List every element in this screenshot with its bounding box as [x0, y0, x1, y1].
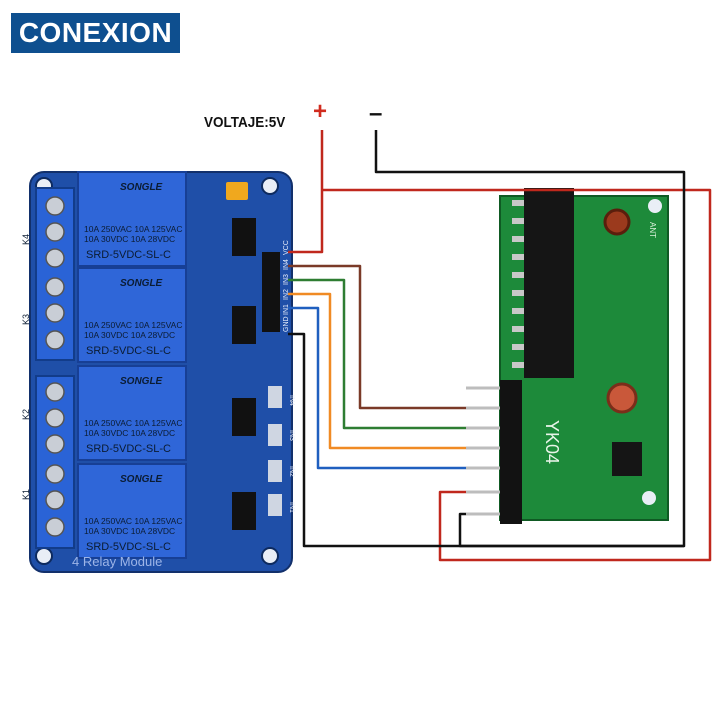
- antenna-coil: [603, 208, 631, 236]
- relay-module-board: K4 K3 K2 K1 SONGLE 10A 250VAC 10A 125VAC…: [21, 171, 295, 573]
- wire-in3-green: [288, 278, 466, 430]
- relay-model: SRD-5VDC-SL-C: [86, 443, 171, 455]
- mount-hole: [35, 547, 53, 565]
- terminal-block-k2k1: [35, 375, 75, 549]
- receiver-model: YK04: [542, 420, 562, 464]
- voltage-label: VOLTAJE:5V: [204, 114, 286, 131]
- mount-hole: [261, 547, 279, 565]
- ic-8pin: [612, 442, 642, 476]
- pin-label-in3: IN3: [283, 274, 290, 285]
- input-header: [262, 252, 280, 332]
- wire-in1-blue: [288, 306, 466, 470]
- side-label-in2: IN2: [288, 466, 295, 477]
- wire-gnd-black-receiver: [458, 512, 684, 548]
- relay-rating-2: 10A 30VDC 10A 28VDC: [84, 234, 175, 244]
- wire-vcc-red-receiver: [322, 188, 712, 562]
- relay-k2: SONGLE 10A 250VAC 10A 125VAC 10A 30VDC 1…: [77, 365, 187, 461]
- chip-pins-left: [512, 200, 524, 368]
- relay-k4: SONGLE 10A 250VAC 10A 125VAC 10A 30VDC 1…: [77, 171, 187, 267]
- relay-rating-1: 10A 250VAC 10A 125VAC: [84, 320, 182, 330]
- pin-label-in4: IN4: [283, 259, 290, 270]
- relay-rating-1: 10A 250VAC 10A 125VAC: [84, 516, 182, 526]
- board-label: 4 Relay Module: [72, 554, 162, 569]
- pin-label-vcc: VCC: [283, 240, 290, 255]
- relay-rating-1: 10A 250VAC 10A 125VAC: [84, 224, 182, 234]
- terminal-label-k1: K1: [21, 489, 31, 500]
- jumper: [226, 182, 248, 200]
- terminal-label-k2: K2: [21, 409, 31, 420]
- side-label-in4: IN4: [288, 395, 295, 406]
- mount-hole: [642, 491, 656, 505]
- wire-in2-orange: [288, 292, 466, 450]
- relay-rating-1: 10A 250VAC 10A 125VAC: [84, 418, 182, 428]
- relay-brand: SONGLE: [120, 474, 163, 485]
- relay-rating-2: 10A 30VDC 10A 28VDC: [84, 428, 175, 438]
- pin-label-in2: IN2: [283, 289, 290, 300]
- relay-model: SRD-5VDC-SL-C: [86, 541, 171, 553]
- terminal-label-k4: K4: [21, 234, 31, 245]
- relay-brand: SONGLE: [120, 376, 163, 387]
- relay-rating-2: 10A 30VDC 10A 28VDC: [84, 526, 175, 536]
- receiver-pins: [466, 386, 500, 516]
- terminal-label-k3: K3: [21, 314, 31, 325]
- decoder-chip: [524, 188, 574, 378]
- relay-brand: SONGLE: [120, 278, 163, 289]
- relay-k1: SONGLE 10A 250VAC 10A 125VAC 10A 30VDC 1…: [77, 463, 187, 559]
- positive-terminal-label: +: [313, 98, 328, 125]
- wire-in4-brown: [288, 264, 466, 410]
- pin-label-in1: IN1: [283, 304, 290, 315]
- side-label-in1: IN1: [288, 502, 295, 513]
- title-badge: CONEXION: [11, 13, 180, 53]
- antenna-label: ANT: [648, 222, 657, 238]
- receiver-board: ANT YK04: [466, 188, 669, 524]
- optocouplers: [232, 218, 256, 530]
- relay-rating-2: 10A 30VDC 10A 28VDC: [84, 330, 175, 340]
- negative-terminal-label: –: [369, 100, 383, 127]
- pin-label-gnd: GND: [283, 316, 290, 332]
- leds: [268, 386, 282, 516]
- mount-hole: [648, 199, 662, 213]
- mount-hole: [261, 177, 279, 195]
- trimmer: [606, 382, 638, 414]
- wire-vcc-red: [288, 130, 324, 254]
- wires: [288, 130, 712, 562]
- side-label-in3: IN3: [288, 430, 295, 441]
- receiver-header: [500, 380, 522, 524]
- relay-model: SRD-5VDC-SL-C: [86, 345, 171, 357]
- relay-model: SRD-5VDC-SL-C: [86, 249, 171, 261]
- terminal-block-k4k3: [35, 187, 75, 361]
- relay-brand: SONGLE: [120, 182, 163, 193]
- relay-k3: SONGLE 10A 250VAC 10A 125VAC 10A 30VDC 1…: [77, 267, 187, 363]
